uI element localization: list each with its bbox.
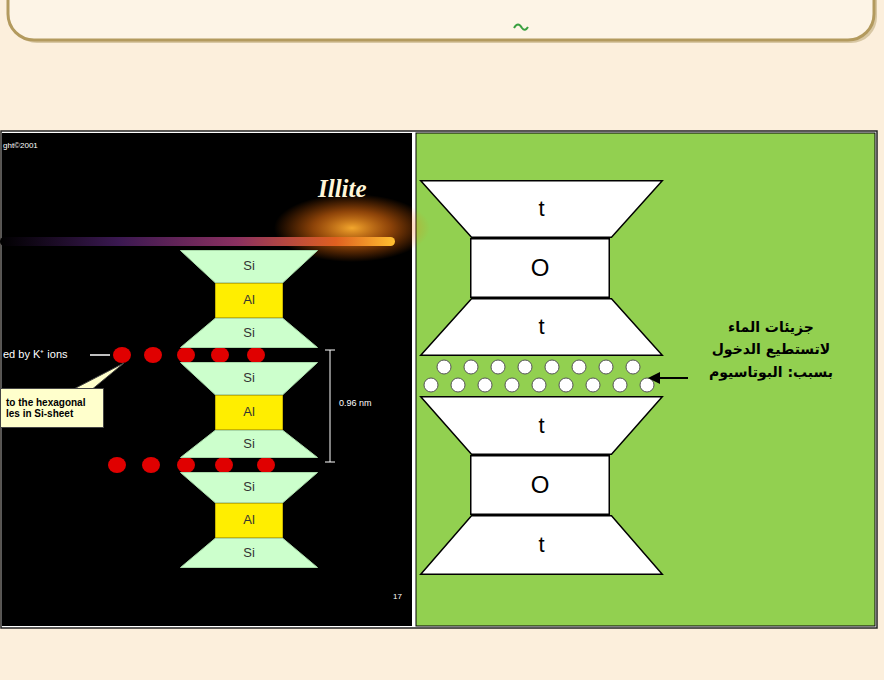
silica-sheet-shape [181, 319, 318, 348]
alumina-sheet-shape [216, 284, 283, 318]
octahedral-sheet: O [470, 238, 610, 298]
silica-sheet-shape [181, 363, 318, 395]
tetrahedral-sheet: t [420, 515, 663, 575]
silica-sheet-text: Si [243, 437, 255, 452]
dimension-label: 0.96 nm [339, 398, 372, 409]
silica-sheet: Si [180, 250, 318, 283]
dimension-line [325, 350, 335, 462]
callout-box-shape [1, 389, 104, 428]
silica-sheet: Si [180, 362, 318, 395]
tetrahedral-sheet-text: t [538, 196, 544, 221]
silica-sheet: Si [180, 538, 318, 568]
silica-sheet-shape [181, 473, 318, 503]
callout-tail [70, 363, 124, 391]
tetrahedral-sheet-shape [421, 299, 663, 356]
leader-line [90, 354, 110, 356]
silica-sheet-text: Si [243, 371, 255, 386]
right-panel [416, 133, 875, 626]
pointer-arrowhead [648, 372, 660, 384]
arabic-note: جزيئات الماء لاتستطيع الدخول بسبب: البوت… [696, 316, 846, 383]
silica-sheet-text: Si [243, 480, 255, 495]
silica-sheet: Si [180, 472, 318, 503]
alumina-sheet: Al [215, 283, 283, 318]
slide-number: 17 [393, 592, 402, 602]
alumina-sheet-text: Al [243, 405, 255, 420]
mineral-title: Illite [318, 174, 367, 204]
tetrahedral-sheet-text: t [538, 413, 544, 438]
ion-label: ed by K⁺ ions [3, 348, 68, 361]
pointer-arrow [658, 377, 688, 379]
octahedral-sheet: O [470, 455, 610, 515]
octahedral-sheet-shape [471, 456, 610, 515]
tetrahedral-sheet-shape [421, 181, 663, 238]
silica-sheet-shape [181, 431, 318, 458]
alumina-sheet-text: Al [243, 513, 255, 528]
banner-mark [514, 25, 528, 30]
callout-box-text: to the hexagonal les in Si-sheet [6, 397, 98, 420]
octahedral-sheet-shape [471, 239, 610, 298]
banner [8, 0, 874, 40]
tetrahedral-sheet: t [420, 396, 663, 455]
copyright-note: ght©2001 [3, 141, 38, 151]
tetrahedral-sheet-text: t [538, 314, 544, 339]
callout-box: to the hexagonal les in Si-sheet [0, 388, 104, 428]
tetrahedral-sheet: t [420, 298, 663, 356]
silica-sheet-text: Si [243, 259, 255, 274]
glow-streak [0, 237, 395, 246]
silica-sheet: Si [180, 430, 318, 458]
octahedral-sheet-text: O [531, 254, 550, 282]
silica-sheet-text: Si [243, 326, 255, 341]
tetrahedral-sheet: t [420, 180, 663, 238]
alumina-sheet-shape [216, 396, 283, 430]
tetrahedral-sheet-shape [421, 516, 663, 575]
interlayer-band [424, 360, 654, 392]
alumina-sheet-text: Al [243, 293, 255, 308]
silica-sheet-shape [181, 251, 318, 283]
alumina-sheet: Al [215, 503, 283, 538]
silica-sheet-text: Si [243, 546, 255, 561]
octahedral-sheet-text: O [531, 471, 550, 499]
tetrahedral-sheet-text: t [538, 532, 544, 557]
alumina-sheet: Al [215, 395, 283, 430]
figure-frame [1, 131, 877, 628]
silica-sheet: Si [180, 318, 318, 348]
tetrahedral-sheet-shape [421, 397, 663, 455]
alumina-sheet-shape [216, 504, 283, 538]
silica-sheet-shape [181, 539, 318, 568]
